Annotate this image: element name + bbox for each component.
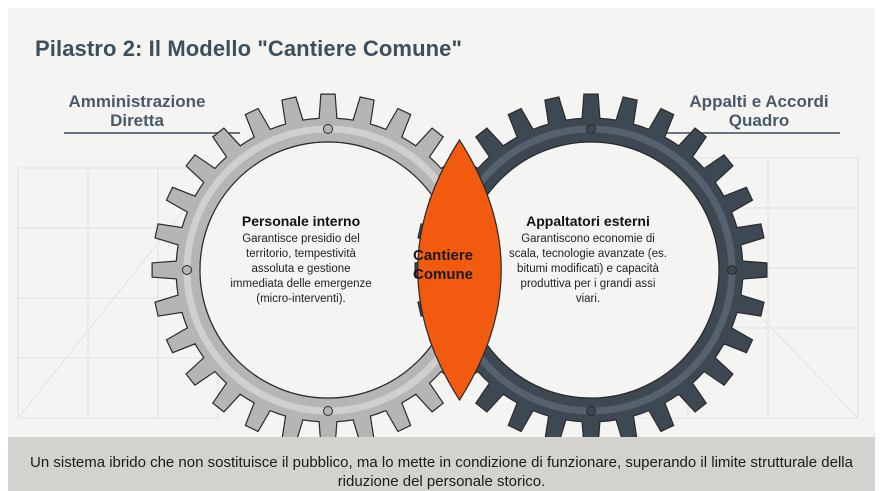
left-gear-body: Garantisce presidio del territorio, temp…: [230, 233, 372, 305]
center-overlap-lens: [417, 138, 502, 402]
right-divider: [660, 132, 840, 134]
left-gear-text: Personale interno Garantisce presidio de…: [226, 213, 376, 307]
left-gear-heading: Personale interno: [241, 213, 361, 229]
right-gear-bolt: [586, 406, 596, 416]
left-gear-bolt: [182, 265, 192, 275]
center-label: Cantiere Comune: [412, 247, 474, 283]
left-gear-bolt: [323, 406, 333, 416]
gear-diagram: [151, 93, 768, 447]
slide: Pilastro 2: Il Modello "Cantiere Comune"…: [8, 8, 875, 491]
left-side-label: Amministrazione Diretta: [68, 92, 206, 130]
right-gear-heading: Appaltatori esterni: [526, 213, 650, 229]
right-gear-text: Appaltatori esterni Garantiscono economi…: [508, 213, 668, 307]
left-divider: [64, 132, 240, 134]
footer-text: Un sistema ibrido che non sostituisce il…: [30, 454, 853, 490]
slide-title: Pilastro 2: Il Modello "Cantiere Comune": [35, 36, 463, 61]
right-gear-bolt: [727, 265, 737, 275]
right-gear-bolt: [586, 124, 596, 134]
footer-band: Un sistema ibrido che non sostituisce il…: [8, 437, 875, 491]
right-side-label: Appalti e Accordi Quadro: [689, 92, 829, 130]
right-gear-body: Garantiscono economie di scala, tecnolog…: [509, 233, 667, 305]
left-gear-bolt: [323, 124, 333, 134]
